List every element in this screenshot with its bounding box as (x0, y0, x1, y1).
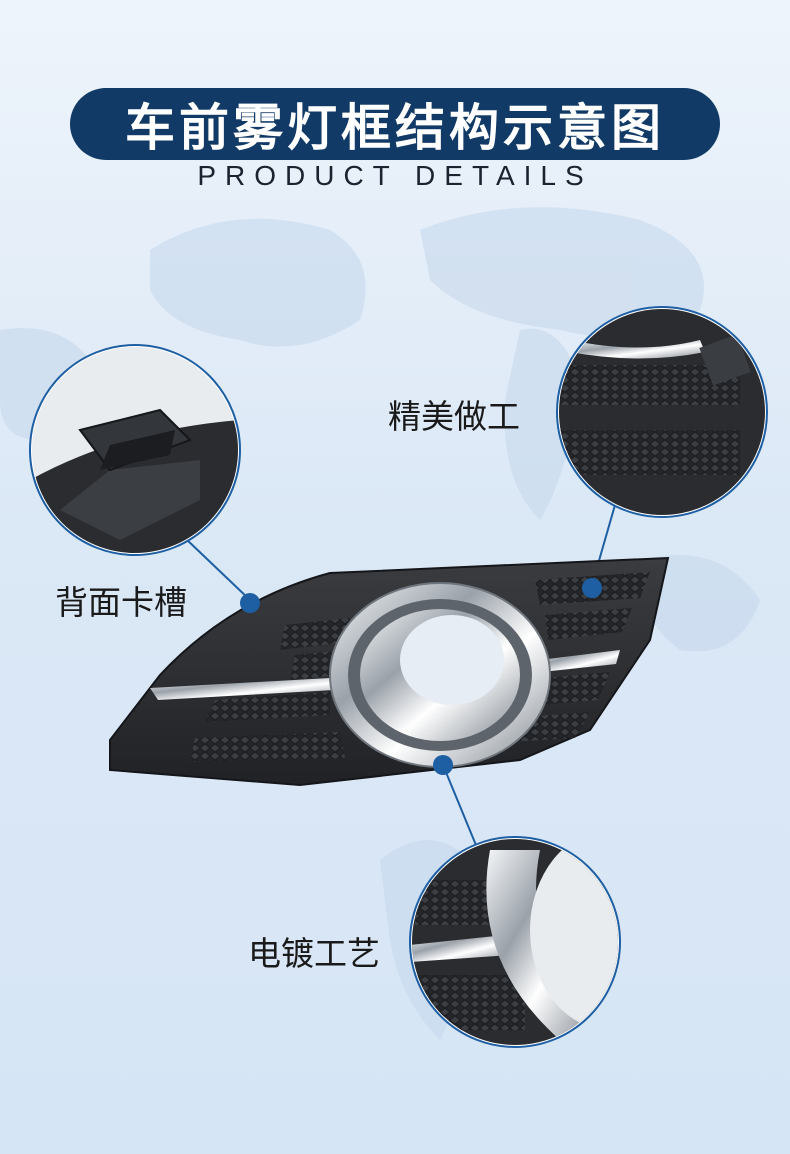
callout-label-plating: 电镀工艺 (248, 934, 380, 973)
callout-dot-back-clip (240, 593, 260, 613)
callout-label-workmanship: 精美做工 (388, 397, 520, 436)
callout-dot-workmanship (582, 578, 602, 598)
detail-plating-closeup (409, 836, 621, 1048)
detail-back-clip-closeup (29, 344, 241, 556)
world-map-background (0, 207, 760, 1040)
page-title: 车前雾灯框结构示意图 (125, 99, 665, 157)
title-banner: 车前雾灯框结构示意图 (70, 88, 720, 160)
fog-lamp-bezel (109, 556, 670, 787)
callout-label-back-clip: 背面卡槽 (55, 583, 187, 622)
page-subtitle: PRODUCT DETAILS (197, 160, 593, 191)
callout-dot-plating (433, 755, 453, 775)
detail-workmanship-closeup (556, 306, 768, 518)
